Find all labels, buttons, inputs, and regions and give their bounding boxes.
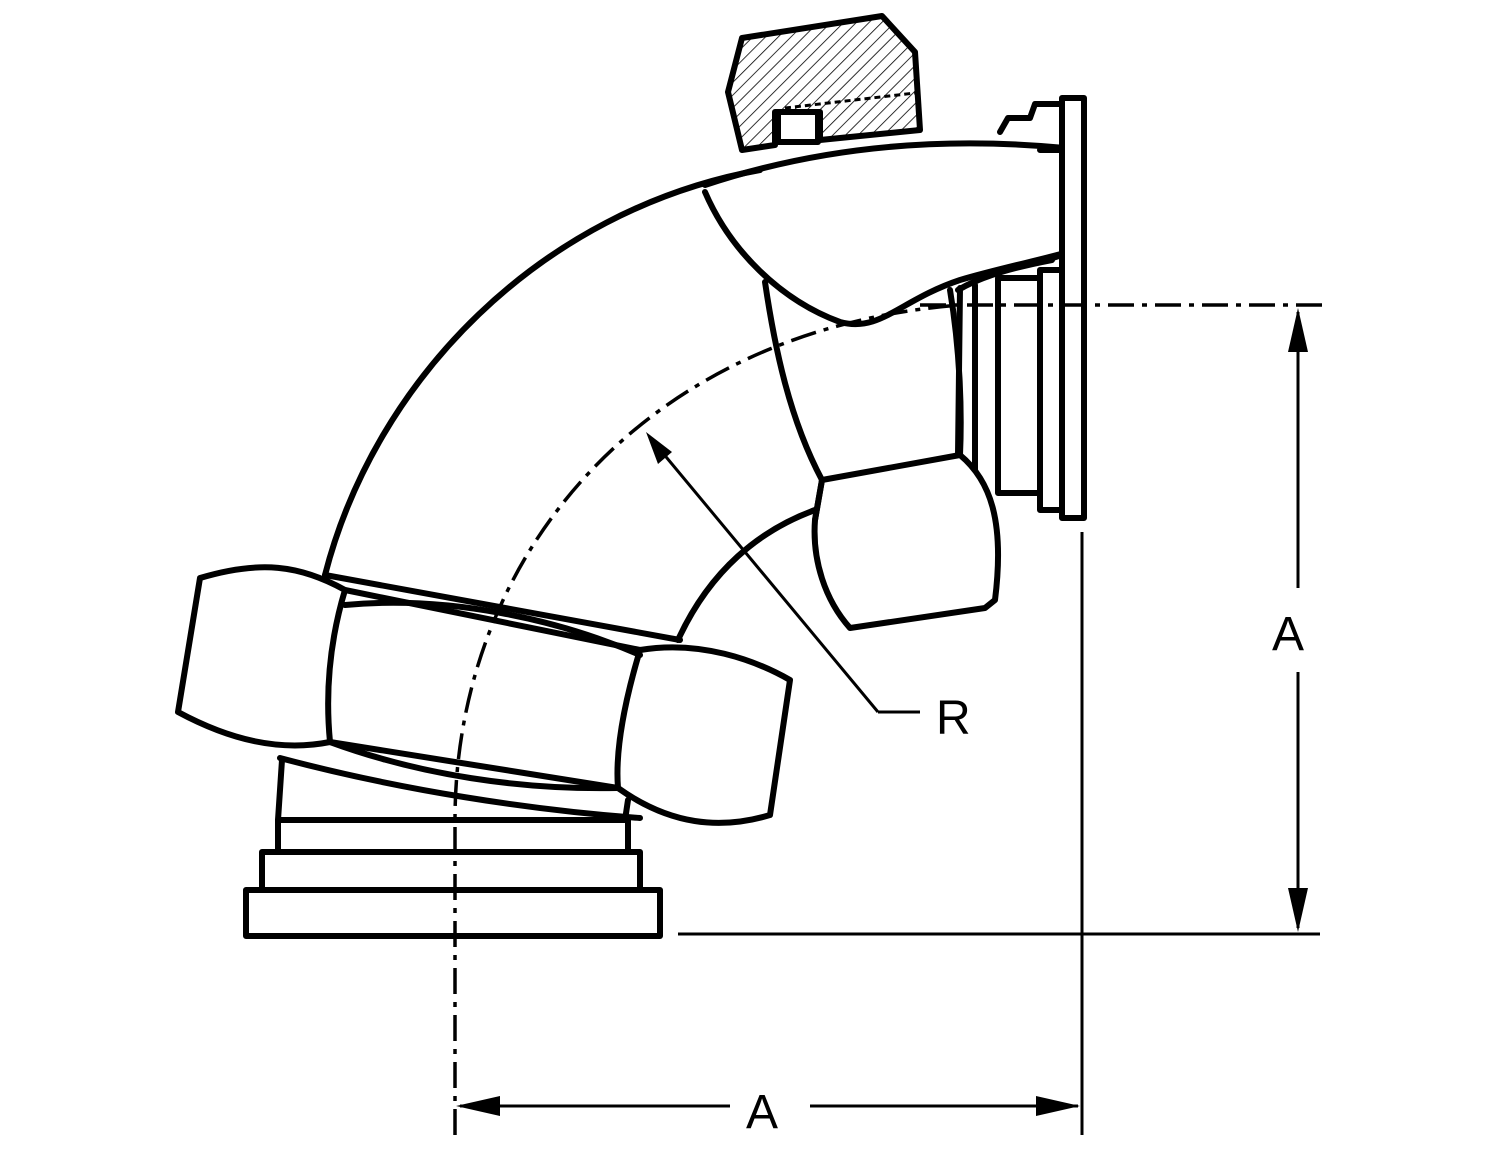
vertical-dimension: A xyxy=(678,308,1320,936)
outer-bend-line xyxy=(322,167,763,578)
horizontal-dimension-label: A xyxy=(746,1086,778,1139)
upper-nut-edge xyxy=(812,477,825,523)
lower-nut-chamfer-top xyxy=(322,572,683,643)
radius-callout: R xyxy=(646,432,971,745)
clamp-block xyxy=(725,13,923,153)
clamp-pin xyxy=(775,109,821,145)
upper-nut-hex-face xyxy=(811,452,1002,631)
radius-arrowhead xyxy=(646,432,672,464)
horizontal-dimension: A xyxy=(456,532,1084,1139)
horizontal-arrow-right xyxy=(1036,1096,1080,1116)
vertical-arrow-top xyxy=(1288,308,1308,352)
lower-nut-left-face xyxy=(325,587,348,745)
ferrule-neck xyxy=(1037,147,1065,265)
upper-ferrule xyxy=(955,95,1087,521)
lower-nut-base-curve xyxy=(327,739,621,792)
lower-ferrule-flange xyxy=(243,887,663,939)
bend-centerline xyxy=(453,303,961,1135)
clamp-block-hatched xyxy=(725,13,923,153)
ferrule-ring xyxy=(995,275,1043,496)
lower-ferrule-step xyxy=(259,849,643,893)
lower-nut-chamfer-bottom xyxy=(277,755,643,821)
lower-nut-right-face xyxy=(614,647,643,791)
vertical-dimension-label: A xyxy=(1272,608,1304,661)
radius-label: R xyxy=(936,692,971,745)
clamp-dashed-line xyxy=(784,91,916,110)
radius-leader-line xyxy=(650,439,880,713)
upper-nut-taper-outer xyxy=(762,279,825,483)
lower-nut-chamfer-mid xyxy=(342,599,643,658)
lower-ferrule-ring xyxy=(275,817,631,855)
upper-nut-taper-inner xyxy=(947,287,964,458)
lower-nut-body xyxy=(175,564,793,826)
inner-bend-line xyxy=(675,507,818,643)
upper-hex-nut xyxy=(762,279,1002,631)
horizontal-arrow-left xyxy=(456,1096,500,1116)
ferrule-gasket-step xyxy=(997,101,1065,135)
ferrule-face xyxy=(1059,95,1087,521)
body-top-line xyxy=(702,140,1068,188)
elbow-body xyxy=(322,140,1078,643)
lower-hex-nut xyxy=(175,564,793,826)
lower-ferrule xyxy=(243,757,663,939)
vertical-arrow-bottom xyxy=(1288,888,1308,932)
center-lines xyxy=(453,303,1325,1135)
